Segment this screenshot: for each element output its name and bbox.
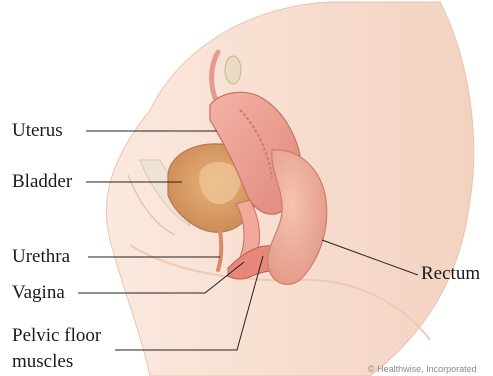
label-urethra: Urethra bbox=[12, 247, 70, 266]
label-pelvic-floor-line1: Pelvic floor bbox=[12, 326, 101, 345]
label-uterus: Uterus bbox=[12, 121, 63, 140]
label-vagina: Vagina bbox=[12, 283, 65, 302]
label-bladder: Bladder bbox=[12, 172, 72, 191]
ovary bbox=[225, 56, 241, 84]
label-rectum: Rectum bbox=[421, 264, 480, 283]
label-pelvic-floor-line2: muscles bbox=[12, 352, 73, 371]
copyright-credit: © Healthwise, Incorporated bbox=[368, 364, 477, 374]
